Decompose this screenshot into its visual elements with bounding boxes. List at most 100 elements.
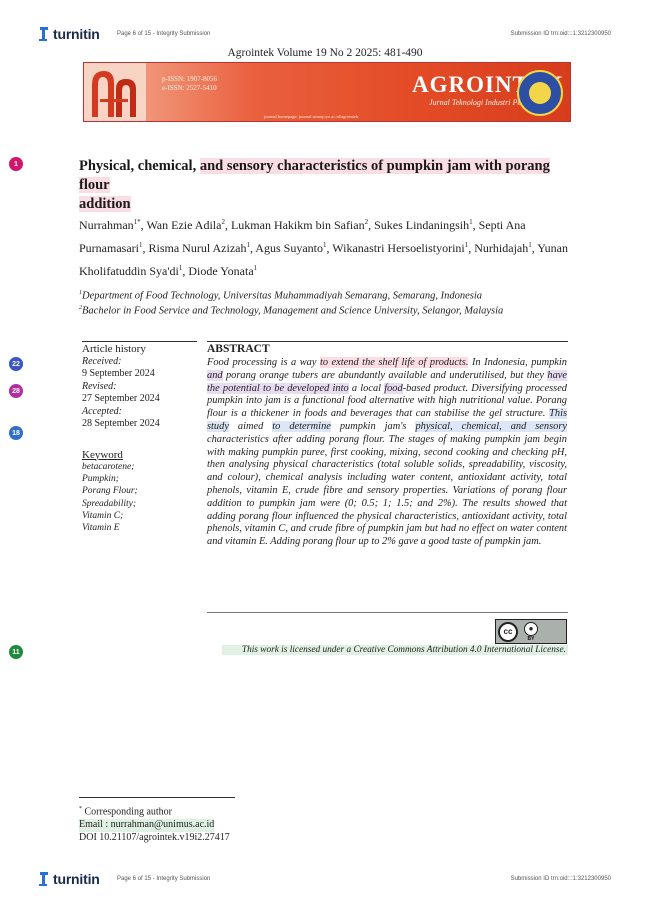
page-info: Page 6 of 15 - Integrity Submission bbox=[117, 876, 211, 882]
match-marker-1[interactable]: 1 bbox=[9, 157, 23, 171]
cc-license-badge[interactable]: cc ● BY bbox=[495, 619, 567, 644]
turnitin-header: turnitin Page 6 of 15 - Integrity Submis… bbox=[0, 23, 650, 49]
author: , Nurhidajah bbox=[468, 241, 529, 255]
author: Nurrahman bbox=[79, 218, 134, 232]
author-affil-sup: 1 bbox=[138, 241, 143, 249]
keyword-item: Spreadability; bbox=[82, 498, 136, 509]
affiliation-2: 2Bachelor in Food Service and Technology… bbox=[79, 305, 579, 317]
footnote: * Corresponding author Email : nurrahman… bbox=[79, 803, 339, 844]
history-divider bbox=[82, 341, 197, 342]
affiliation-1: 1Department of Food Technology, Universi… bbox=[79, 290, 579, 302]
abstract-text: porang orange tubers are abundantly avai… bbox=[222, 369, 548, 381]
history-heading: Article history bbox=[82, 343, 146, 355]
author-affil-sup: 2 bbox=[364, 218, 369, 226]
accepted-date: 28 September 2024 bbox=[82, 418, 160, 429]
turnitin-logo-text: turnitin bbox=[53, 871, 100, 887]
asterisk: * bbox=[79, 806, 82, 812]
abstract-text: -based product. Diversifying processed p… bbox=[207, 382, 568, 420]
abstract-bottom-divider bbox=[207, 612, 568, 613]
abstract-heading: ABSTRACT bbox=[207, 343, 270, 355]
abstract-body: Food processing is a way to extend the s… bbox=[207, 357, 568, 549]
affiliation-text: Department of Food Technology, Universit… bbox=[82, 290, 483, 302]
journal-homepage: journal homepage: journal.trunojoyo.ac.i… bbox=[264, 114, 359, 119]
paper-title: Physical, chemical, and sensory characte… bbox=[79, 157, 574, 214]
abstract-divider bbox=[207, 341, 568, 342]
article-history: Article history Received: 9 September 20… bbox=[82, 343, 197, 534]
abstract-text: a local bbox=[348, 382, 385, 394]
author-affil-sup: 1 bbox=[322, 241, 327, 249]
match-marker-11[interactable]: 11 bbox=[9, 645, 23, 659]
received-date: 9 September 2024 bbox=[82, 368, 155, 379]
match-marker-22[interactable]: 22 bbox=[9, 357, 23, 371]
agrointek-logo-icon bbox=[92, 71, 136, 117]
journal-logo bbox=[84, 63, 146, 121]
abstract-highlight: to determine bbox=[272, 420, 331, 432]
abstract-text: pumpkin jam's bbox=[330, 420, 416, 432]
author-affil-sup: 1 bbox=[246, 241, 250, 249]
page-info: Page 6 of 15 - Integrity Submission bbox=[117, 31, 211, 37]
license-text[interactable]: This work is licensed under a Creative C… bbox=[222, 645, 568, 655]
revised-label: Revised: bbox=[82, 380, 117, 392]
person-icon: ● bbox=[524, 621, 538, 636]
author: , Risma Nurul Azizah bbox=[142, 241, 247, 255]
author-affil-sup: 2 bbox=[221, 218, 225, 226]
author: , Wikanastri Hersoelistyorini bbox=[326, 241, 465, 255]
abstract-text: Food processing is a way bbox=[207, 357, 320, 368]
by-icon: ● BY bbox=[524, 621, 538, 642]
author: , Yunan Kholifatuddin Sya'di bbox=[79, 241, 568, 278]
author: , Septi Ana Purnamasari bbox=[79, 218, 526, 255]
author: , Lukman Hakikm bin Safian bbox=[224, 218, 365, 232]
corresponding-author: * Corresponding author bbox=[79, 803, 339, 819]
author-affil-sup: 1 bbox=[469, 218, 473, 226]
abstract-text: In Indonesia, pumpkin bbox=[468, 357, 567, 368]
abstract-highlight: and bbox=[207, 369, 223, 381]
issn-block: p-ISSN: 1907-8056 e-ISSN: 2527-5410 bbox=[162, 75, 217, 93]
author: , Agus Suyanto bbox=[249, 241, 323, 255]
turnitin-logo-icon bbox=[39, 27, 48, 41]
e-issn: e-ISSN: 2527-5410 bbox=[162, 84, 217, 92]
abstract-text: aimed bbox=[228, 420, 273, 432]
keyword-heading: Keyword bbox=[82, 448, 123, 461]
author-affil-sup: 1 bbox=[528, 241, 532, 249]
abstract-highlight: to extend the shelf life of products. bbox=[319, 357, 469, 368]
turnitin-logo: turnitin bbox=[38, 26, 100, 42]
footnote-divider bbox=[79, 797, 235, 798]
journal-citation-line: Agrointek Volume 19 No 2 2025: 481-490 bbox=[227, 47, 423, 59]
turnitin-footer: turnitin Page 6 of 15 - Integrity Submis… bbox=[0, 868, 650, 894]
corresponding-label: Corresponding author bbox=[82, 806, 173, 818]
author-affil-sup: 1 bbox=[178, 264, 183, 272]
accepted-label: Accepted: bbox=[82, 405, 122, 417]
match-marker-28[interactable]: 28 bbox=[9, 384, 23, 398]
affiliation-sup: 1 bbox=[79, 290, 82, 296]
author-affil-sup: 1 bbox=[464, 241, 469, 249]
affiliation-text: Bachelor in Food Service and Technology,… bbox=[82, 305, 504, 317]
keyword-item: Pumpkin; bbox=[82, 474, 119, 485]
author: , Diode Yonata bbox=[182, 264, 254, 278]
doi-line[interactable]: DOI 10.21107/agrointek.v19i2.27417 bbox=[79, 831, 230, 843]
submission-id: Submission ID trn:oid:::1:3212300950 bbox=[510, 876, 611, 882]
keyword-item: Porang Flour; bbox=[82, 486, 138, 497]
author-affil-sup: 1* bbox=[133, 218, 141, 226]
match-marker-18[interactable]: 18 bbox=[9, 426, 23, 440]
abstract-text: characteristics after adding porang flou… bbox=[207, 433, 567, 548]
submission-id: Submission ID trn:oid:::1:3212300950 bbox=[510, 31, 611, 37]
by-label: BY bbox=[527, 635, 535, 642]
journal-banner: p-ISSN: 1907-8056 e-ISSN: 2527-5410 AGRO… bbox=[83, 62, 571, 122]
seal-center bbox=[529, 82, 551, 104]
abstract-highlight: food bbox=[384, 382, 403, 394]
email-line[interactable]: Email : nurrahman@unimus.ac.id bbox=[79, 818, 215, 832]
p-issn: p-ISSN: 1907-8056 bbox=[162, 75, 218, 83]
revised-date: 27 September 2024 bbox=[82, 393, 160, 404]
keyword-item: betacarotene; bbox=[82, 462, 135, 472]
author-list: Nurrahman1*, Wan Ezie Adila2, Lukman Hak… bbox=[79, 212, 574, 281]
abstract-highlight: physical, chemical, and sensory bbox=[415, 420, 568, 432]
keyword-item: Vitamin E bbox=[82, 523, 120, 534]
affiliation-sup: 2 bbox=[79, 305, 82, 311]
author: , Wan Ezie Adila bbox=[140, 218, 222, 232]
author: , Sukes Lindaningsih bbox=[368, 218, 470, 232]
received-label: Received: bbox=[82, 355, 122, 367]
author-affil-sup: 1 bbox=[253, 264, 258, 272]
turnitin-logo-icon bbox=[39, 872, 48, 886]
keyword-item: Vitamin C; bbox=[82, 510, 124, 521]
turnitin-logo: turnitin bbox=[38, 871, 100, 887]
